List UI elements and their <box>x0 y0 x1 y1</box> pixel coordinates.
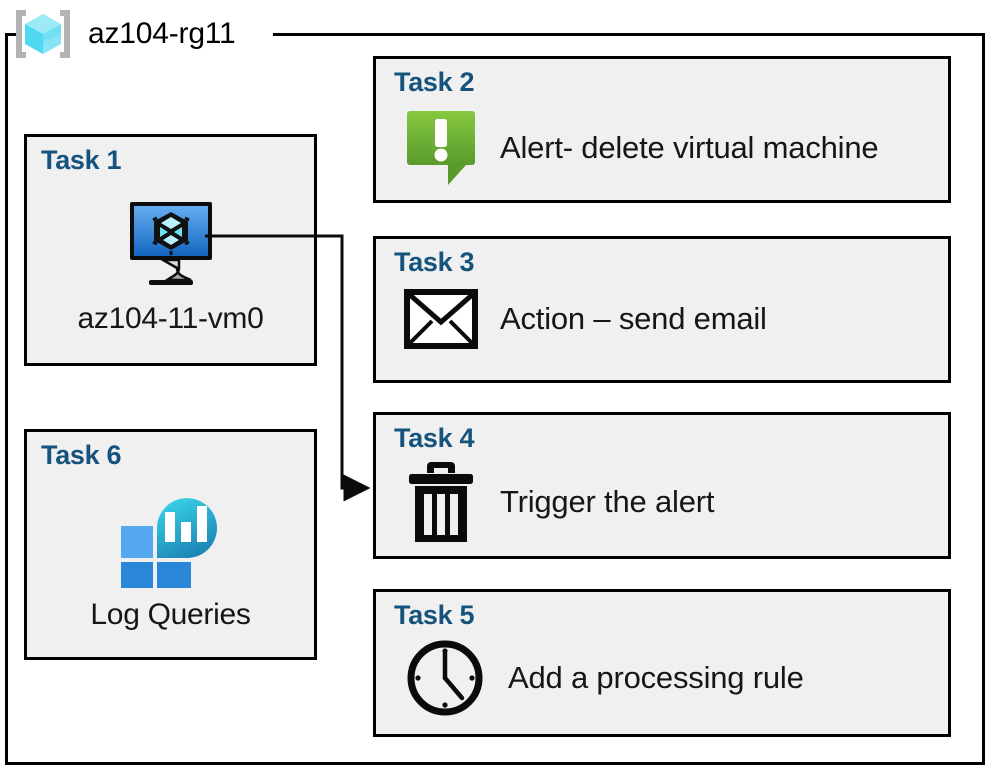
task4-label: Task 4 <box>394 423 475 453</box>
task3-text: Action – send email <box>500 301 767 336</box>
task1-card[interactable]: Task 1 <box>24 134 317 366</box>
task4-card[interactable]: Task 4 Trigger the alert <box>373 412 951 559</box>
task5-card[interactable]: Task 5 Add a processing rule <box>373 589 951 737</box>
envelope-icon <box>404 289 478 349</box>
task3-card[interactable]: Task 3 Action – send email <box>373 236 951 383</box>
task5-text: Add a processing rule <box>508 660 804 695</box>
clock-icon <box>404 636 486 720</box>
task5-row: Add a processing rule <box>404 636 938 720</box>
task1-icon-wrap <box>27 197 314 294</box>
task5-label: Task 5 <box>394 600 475 630</box>
task2-text: Alert- delete virtual machine <box>500 130 879 165</box>
resource-group-frame <box>5 33 985 765</box>
task6-caption: Log Queries <box>90 598 251 631</box>
task2-label: Task 2 <box>394 67 475 97</box>
task2-row: Alert- delete virtual machine <box>404 109 938 187</box>
task4-text: Trigger the alert <box>500 484 715 519</box>
task3-label: Task 3 <box>394 247 475 277</box>
azure-resource-group-icon <box>10 8 76 60</box>
resource-group-title: az104-rg11 <box>88 17 236 50</box>
task3-row: Action – send email <box>404 289 938 349</box>
task6-card[interactable]: Task 6 <box>24 429 317 660</box>
task1-caption: az104-11-vm0 <box>77 302 264 335</box>
resource-group-frame-title-gap <box>18 25 273 43</box>
alert-exclamation-icon <box>404 109 478 187</box>
virtual-machine-icon <box>123 197 219 294</box>
trash-can-icon <box>404 457 478 547</box>
task2-card[interactable]: Task 2 Alert- delete virtual machin <box>373 56 951 203</box>
task6-icon-wrap <box>27 484 314 593</box>
resource-group-header: az104-rg11 <box>10 6 236 62</box>
log-analytics-icon <box>115 484 227 593</box>
task4-row: Trigger the alert <box>404 457 938 547</box>
task1-label: Task 1 <box>41 145 122 175</box>
task6-label: Task 6 <box>41 440 122 470</box>
